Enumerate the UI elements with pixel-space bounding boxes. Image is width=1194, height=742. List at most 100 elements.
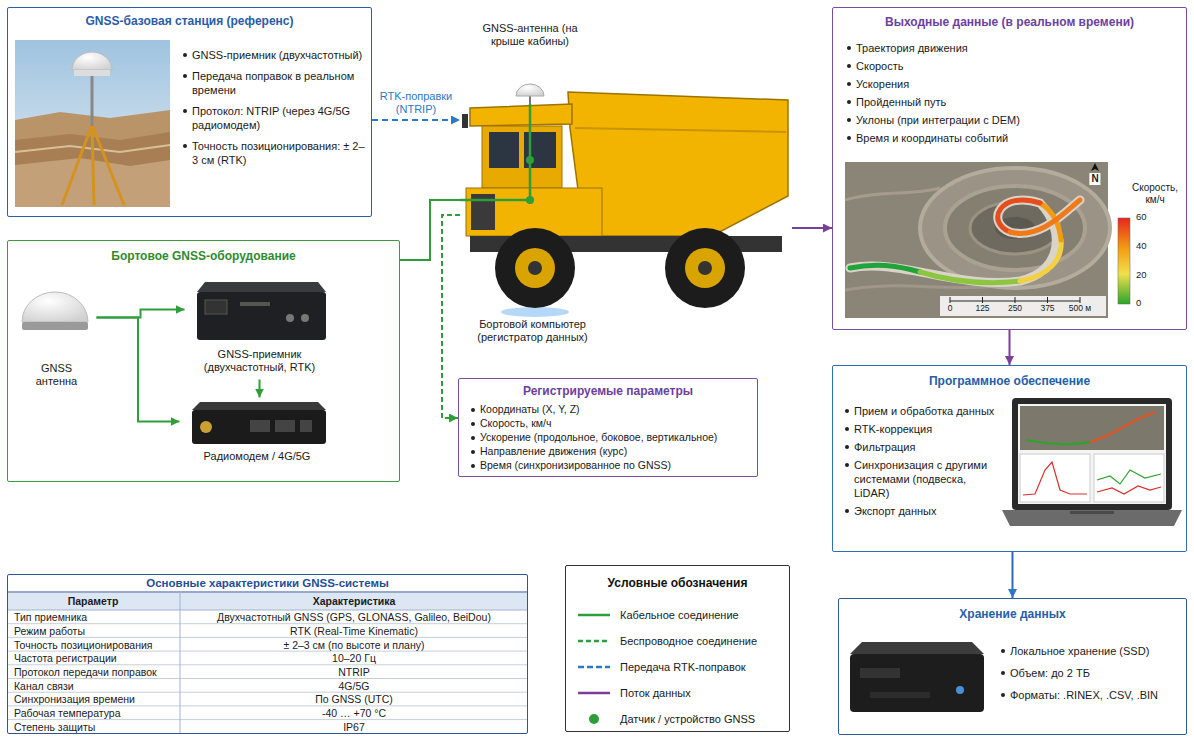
laptop-lid: [1012, 398, 1172, 510]
pit-bench: [945, 186, 1085, 270]
table-header: Параметр: [68, 595, 119, 607]
colorbar-value: 0: [1136, 298, 1141, 309]
label-slot: Рабочая температура: [14, 707, 121, 719]
table-rule: [7, 705, 528, 706]
text-slot: GNSS-антенна (на крыше кабины): [470, 22, 590, 48]
computer-glow: [501, 307, 569, 317]
receiver-led: [240, 302, 270, 306]
bullet-item: Направление движения (курс): [469, 445, 753, 458]
label-slot: Параметр: [68, 595, 119, 607]
speed-track: [850, 265, 920, 272]
connector: [97, 310, 185, 318]
label-slot: 40: [1136, 241, 1147, 252]
bullet-item: Координаты (X, Y, Z): [469, 403, 753, 416]
scale-value: 375: [1040, 304, 1054, 314]
label-slot: 500 м: [1069, 304, 1091, 314]
table-rule: [7, 623, 528, 624]
modem-unit: Радиомодем / 4G/5G: [180, 398, 335, 474]
map-label: N: [1089, 173, 1100, 185]
table-cell: Степень защиты: [14, 721, 95, 733]
bullet-item: Скорость, км/ч: [469, 417, 753, 430]
bullet-item: Фильтрация: [843, 440, 1003, 454]
table-cell: Частота регистрации: [14, 652, 117, 664]
table-cell: 4G/5G: [339, 680, 370, 692]
panel-heading: Условные обозначения: [572, 576, 783, 590]
edge-group: [97, 120, 1013, 598]
connector: [372, 119, 460, 121]
table-cell: 10–20 Гц: [332, 652, 376, 664]
unit-label: Радиомодем / 4G/5G: [180, 450, 335, 463]
legend-row: Кабельное соединение: [576, 608, 739, 622]
antenna-dome: [72, 52, 112, 70]
scale-tick: [1047, 297, 1048, 303]
bullet-item: Локальное хранение (SSD): [999, 644, 1181, 658]
table-cell: ± 2–3 см (по высоте и плану): [284, 639, 425, 651]
speed-track: [998, 200, 1040, 232]
panel-heading: Программное обеспечение: [839, 374, 1180, 388]
storage-vent: [870, 692, 930, 698]
legend-line: [578, 692, 610, 695]
bullet-item: Ускорения: [845, 77, 1175, 91]
text-slot: GNSS антенна: [25, 362, 89, 388]
cable-wire: [460, 199, 530, 202]
cable-wire: [529, 104, 532, 200]
station-panel: GNSS-базовая станция (референс)GNSS-прие…: [7, 7, 372, 217]
scale-value: 0: [948, 304, 953, 314]
label-slot: Характеристика: [313, 595, 396, 607]
params-panel: Регистрируемые параметрыКоординаты (X, Y…: [458, 378, 758, 477]
connector: [792, 227, 832, 229]
bullet-list: Локальное хранение (SSD)Объем: до 2 ТБФо…: [999, 644, 1181, 710]
output-panel: Выходные данные (в реальном времени)Трае…: [832, 7, 1187, 330]
colorbar-value: 60: [1136, 212, 1147, 223]
wheel-axle: [528, 261, 542, 275]
panel-heading: Основные характеристики GNSS-системы: [14, 577, 521, 591]
map-texture: [845, 286, 1000, 290]
truck-window: [489, 132, 519, 168]
text-slot: GNSS-приемник (двухчастотный, RTK): [185, 348, 335, 374]
text-slot: Бортовой компьютер (регистратор данных): [470, 318, 595, 344]
gnss-device-dot: [526, 156, 534, 164]
label-slot: Точность позиционирования: [14, 639, 153, 651]
software-panel: Программное обеспечениеПрием и обработка…: [832, 365, 1187, 552]
label-slot: Протокол передачи поправок: [14, 666, 157, 678]
connector: [1009, 330, 1011, 365]
label-slot: N: [1089, 173, 1100, 185]
legend-text: Кабельное соединение: [620, 608, 739, 622]
label-slot: 0: [1136, 298, 1141, 309]
legend-row: Беспроводное соединение: [576, 634, 757, 648]
table-cell: Тип приемника: [14, 611, 87, 623]
unit-label: GNSS-приемник (двухчастотный, RTK): [185, 348, 335, 374]
bullet-item: Уклоны (при интеграции с DEM): [845, 113, 1175, 127]
tripod-leg: [92, 125, 124, 205]
label-slot: NTRIP: [338, 666, 370, 678]
label-slot: 60: [1136, 212, 1147, 223]
modem-port: [275, 420, 295, 432]
wheel-hub: [515, 248, 555, 288]
speed-track: [920, 272, 1020, 283]
antenna-mast: [529, 96, 531, 104]
wheel-axle: [698, 261, 712, 275]
modem-port: [250, 420, 270, 432]
edge-label: RTK-поправки (NTRIP): [374, 90, 458, 116]
bullet-item: Траектория движения: [845, 41, 1175, 55]
bullet-item: Протокол: NTRIP (через 4G/5G радиомодем): [181, 104, 367, 132]
antenna-dome: [22, 292, 88, 322]
label-slot: RTK (Real-Time Kinematic): [290, 625, 418, 637]
bullet-list: Координаты (X, Y, Z)Скорость, км/чУскоре…: [469, 403, 753, 473]
label-slot: По GNSS (UTC): [315, 693, 393, 705]
panel-heading: Регистрируемые параметры: [465, 384, 751, 398]
laptop-hinge: [1070, 511, 1114, 514]
scale-tick: [1080, 297, 1081, 303]
bullet-item: RTK-коррекция: [843, 422, 1003, 436]
antenna-dome: [516, 84, 544, 96]
bullet-item: GNSS-приемник (двухчастотный): [181, 48, 367, 62]
table-rule: [7, 664, 528, 665]
modem-body: [192, 410, 326, 444]
connector: [97, 318, 180, 422]
table-header: Характеристика: [313, 595, 396, 607]
panel-heading: Хранение данных: [845, 607, 1180, 621]
screen-track: [1090, 412, 1155, 442]
table-cell: Канал связи: [14, 680, 74, 692]
